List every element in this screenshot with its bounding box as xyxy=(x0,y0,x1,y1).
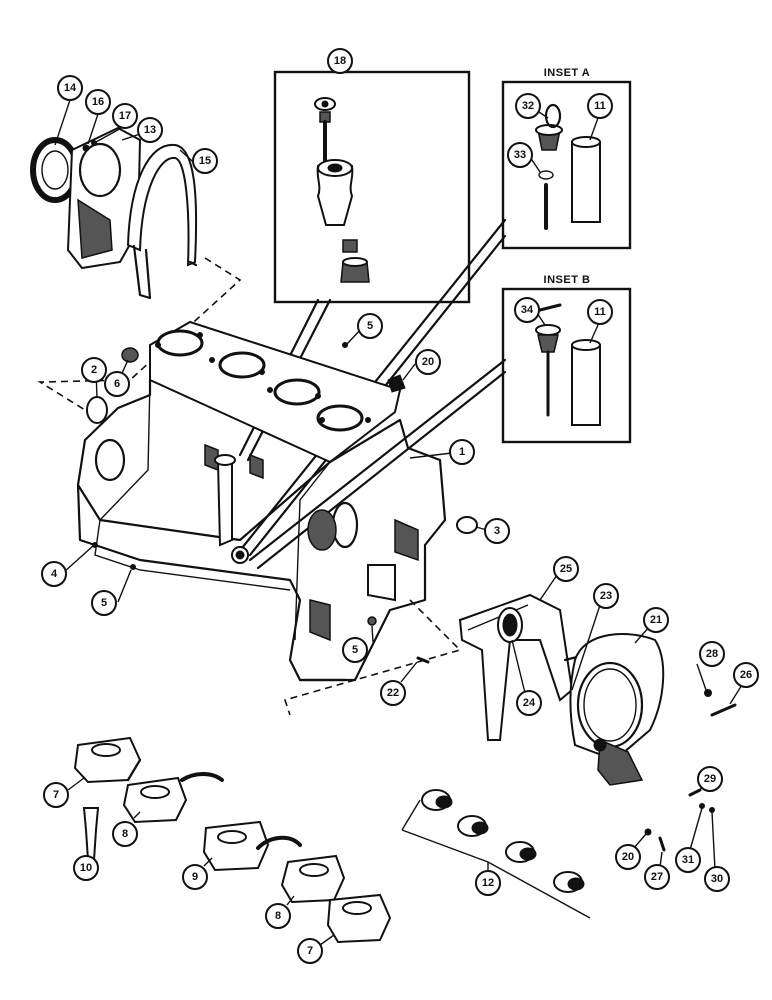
callout-14: 14 xyxy=(57,75,83,101)
svg-text:24: 24 xyxy=(523,697,536,709)
callout-33: 33 xyxy=(507,142,533,168)
callout-20-bottom: 20 xyxy=(615,844,641,870)
svg-text:7: 7 xyxy=(307,945,313,957)
svg-text:5: 5 xyxy=(352,644,358,656)
svg-text:23: 23 xyxy=(600,590,612,602)
svg-text:21: 21 xyxy=(650,614,662,626)
svg-text:14: 14 xyxy=(64,82,77,94)
callout-9: 9 xyxy=(182,864,208,890)
callout-32: 32 xyxy=(515,93,541,119)
svg-text:4: 4 xyxy=(51,568,58,580)
svg-text:12: 12 xyxy=(482,877,494,889)
svg-text:8: 8 xyxy=(122,828,128,840)
callout-7-right: 7 xyxy=(297,938,323,964)
callout-24: 24 xyxy=(516,690,542,716)
callout-10: 10 xyxy=(73,855,99,881)
callout-5-top: 5 xyxy=(357,313,383,339)
callout-21: 21 xyxy=(643,607,669,633)
callout-2: 2 xyxy=(81,357,107,383)
svg-text:7: 7 xyxy=(53,789,59,801)
inset-a-title: INSET A xyxy=(544,67,591,79)
svg-text:26: 26 xyxy=(740,669,752,681)
svg-text:17: 17 xyxy=(119,110,131,122)
svg-text:31: 31 xyxy=(682,854,694,866)
callout-3: 3 xyxy=(484,518,510,544)
callout-8-left: 8 xyxy=(112,821,138,847)
rear-seal-retainer-group xyxy=(30,126,198,300)
callout-17: 17 xyxy=(112,103,138,129)
svg-text:29: 29 xyxy=(704,773,716,785)
callout-28: 28 xyxy=(699,641,725,667)
svg-text:13: 13 xyxy=(144,124,156,136)
svg-text:34: 34 xyxy=(521,304,534,316)
callout-5-left: 5 xyxy=(91,590,117,616)
timing-dashed-leader xyxy=(283,599,462,716)
callout-11-inset-b: 11 xyxy=(587,299,613,325)
cam-bushings xyxy=(401,789,591,919)
svg-text:30: 30 xyxy=(711,873,723,885)
inset-18-box xyxy=(273,70,471,304)
callout-30: 30 xyxy=(704,866,730,892)
svg-text:33: 33 xyxy=(514,149,526,161)
cylinder-block xyxy=(76,320,447,682)
callout-34: 34 xyxy=(514,297,540,323)
main-bearing-caps xyxy=(73,736,392,944)
svg-text:27: 27 xyxy=(651,871,663,883)
svg-text:5: 5 xyxy=(101,597,107,609)
callout-1: 1 xyxy=(449,439,475,465)
callout-8-right: 8 xyxy=(265,903,291,929)
callout-26: 26 xyxy=(733,662,759,688)
callout-23: 23 xyxy=(593,583,619,609)
svg-text:8: 8 xyxy=(275,910,281,922)
svg-text:18: 18 xyxy=(334,55,346,67)
callout-25: 25 xyxy=(553,556,579,582)
callout-22: 22 xyxy=(380,680,406,706)
callout-11-inset-a: 11 xyxy=(587,93,613,119)
callout-5-bottom: 5 xyxy=(342,637,368,663)
callout-18: 18 xyxy=(327,48,353,74)
svg-text:5: 5 xyxy=(367,320,373,332)
svg-text:20: 20 xyxy=(422,356,434,368)
callout-29: 29 xyxy=(697,766,723,792)
callout-12: 12 xyxy=(475,870,501,896)
callout-13: 13 xyxy=(137,117,163,143)
callout-31: 31 xyxy=(675,847,701,873)
svg-text:2: 2 xyxy=(91,364,97,376)
svg-text:10: 10 xyxy=(80,862,92,874)
svg-text:28: 28 xyxy=(706,648,718,660)
callout-7-left: 7 xyxy=(43,782,69,808)
callout-20-top: 20 xyxy=(415,349,441,375)
svg-text:32: 32 xyxy=(522,100,534,112)
svg-text:3: 3 xyxy=(494,525,500,537)
svg-text:9: 9 xyxy=(192,871,198,883)
svg-text:15: 15 xyxy=(199,155,211,167)
inset-b-title: INSET B xyxy=(544,274,591,286)
callout-15: 15 xyxy=(192,148,218,174)
retainer-dashed-leader xyxy=(37,257,242,411)
callout-16: 16 xyxy=(85,89,111,115)
svg-text:6: 6 xyxy=(114,378,120,390)
callout-4: 4 xyxy=(41,561,67,587)
svg-text:11: 11 xyxy=(594,306,606,318)
svg-text:16: 16 xyxy=(92,96,104,108)
svg-text:22: 22 xyxy=(387,687,399,699)
callout-27: 27 xyxy=(644,864,670,890)
svg-text:1: 1 xyxy=(459,446,465,458)
block-small-parts xyxy=(86,342,478,664)
timing-fasteners xyxy=(644,689,737,852)
svg-text:11: 11 xyxy=(594,100,606,112)
callout-6: 6 xyxy=(104,371,130,397)
timing-cover-group xyxy=(458,593,665,786)
svg-text:20: 20 xyxy=(622,851,634,863)
svg-text:25: 25 xyxy=(560,563,572,575)
